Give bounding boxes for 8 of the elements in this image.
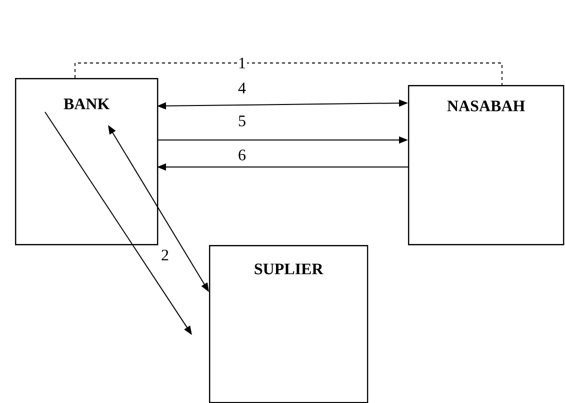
edge-label: 2	[160, 248, 170, 262]
edge-label: 6	[237, 148, 247, 162]
process-box: BANK	[15, 78, 158, 246]
edge-label: 5	[237, 114, 247, 128]
edge-label: 1	[237, 56, 247, 70]
process-box: NASABAH	[408, 85, 564, 246]
edge-label: 4	[237, 82, 247, 94]
process-box: SUPLIER	[209, 245, 368, 403]
